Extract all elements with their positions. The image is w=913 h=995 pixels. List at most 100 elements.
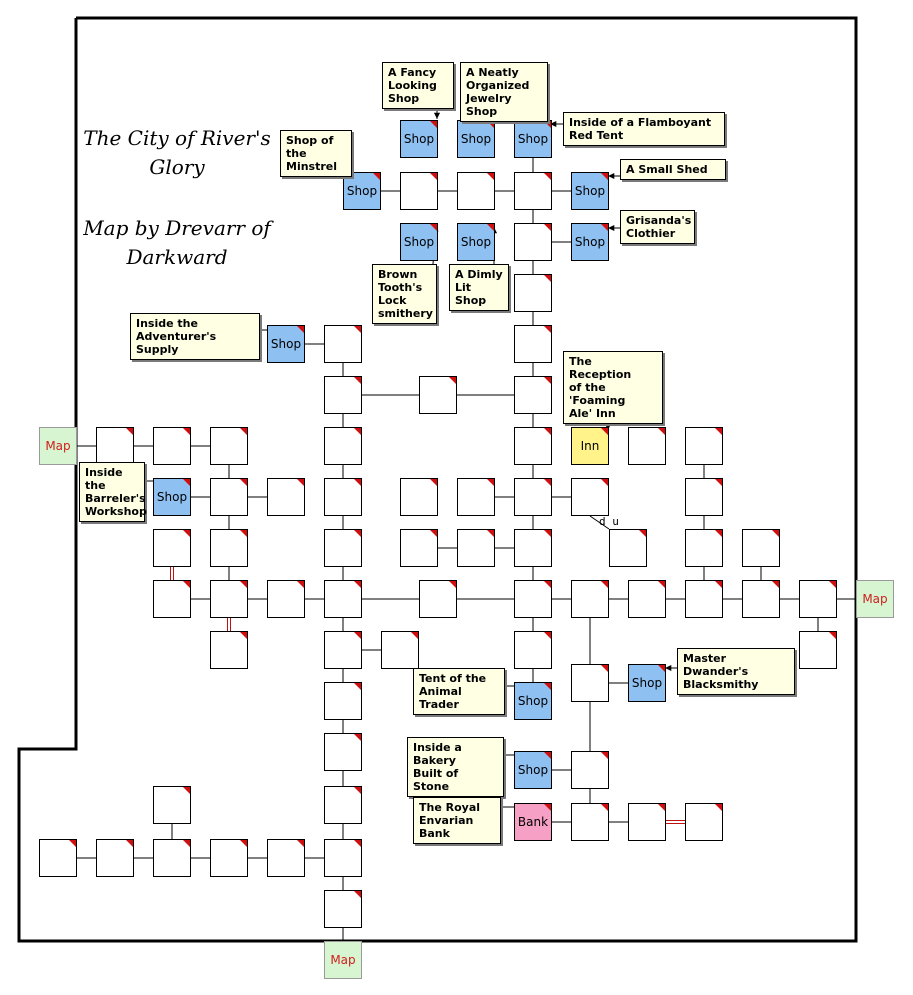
room[interactable]: [324, 839, 362, 877]
shop-room[interactable]: Shop: [267, 325, 305, 363]
map-exit-room[interactable]: Map: [856, 580, 894, 618]
room[interactable]: [324, 682, 362, 720]
shop-room[interactable]: Shop: [457, 223, 495, 261]
note-pointer-arrowhead: [608, 224, 615, 232]
room[interactable]: [324, 631, 362, 669]
room[interactable]: [685, 427, 723, 465]
room[interactable]: [96, 839, 134, 877]
room[interactable]: [324, 325, 362, 363]
room[interactable]: [324, 890, 362, 928]
note-bakery: Inside a Bakery Built of Stone: [407, 737, 504, 797]
room[interactable]: [685, 803, 723, 841]
room[interactable]: [324, 427, 362, 465]
room[interactable]: [324, 529, 362, 567]
room[interactable]: [210, 631, 248, 669]
room[interactable]: [419, 580, 457, 618]
map-author: Map by Drevarr of Darkward: [82, 214, 272, 272]
room[interactable]: [153, 427, 191, 465]
room[interactable]: [419, 376, 457, 414]
shop-room[interactable]: Shop: [514, 751, 552, 789]
room[interactable]: [571, 580, 609, 618]
room[interactable]: [153, 839, 191, 877]
room[interactable]: [153, 580, 191, 618]
room[interactable]: [457, 529, 495, 567]
shop-room[interactable]: Shop: [400, 120, 438, 158]
room[interactable]: [400, 529, 438, 567]
room[interactable]: [514, 529, 552, 567]
shop-room[interactable]: Shop: [571, 172, 609, 210]
room[interactable]: [514, 427, 552, 465]
room[interactable]: [685, 478, 723, 516]
room[interactable]: [571, 664, 609, 702]
room[interactable]: [571, 751, 609, 789]
room[interactable]: [457, 172, 495, 210]
room[interactable]: [210, 839, 248, 877]
room[interactable]: [153, 786, 191, 824]
shop-room[interactable]: Shop: [571, 223, 609, 261]
room[interactable]: [685, 529, 723, 567]
shop-room[interactable]: Shop: [457, 120, 495, 158]
note-pointer-arrowhead: [433, 112, 441, 119]
shop-room[interactable]: Shop: [400, 223, 438, 261]
room[interactable]: [571, 803, 609, 841]
room[interactable]: [742, 529, 780, 567]
room[interactable]: [210, 580, 248, 618]
room-corner-flag: [240, 479, 247, 486]
room[interactable]: [457, 478, 495, 516]
room[interactable]: [799, 580, 837, 618]
room[interactable]: [210, 427, 248, 465]
author-line-2: Darkward: [126, 245, 228, 269]
room-corner-flag: [601, 479, 608, 486]
room-label: Shop: [517, 694, 549, 708]
room[interactable]: [514, 274, 552, 312]
room[interactable]: [571, 478, 609, 516]
room-corner-flag: [772, 581, 779, 588]
room-corner-flag: [126, 840, 133, 847]
map-exit-room[interactable]: Map: [39, 427, 77, 465]
room[interactable]: [514, 325, 552, 363]
room[interactable]: [96, 427, 134, 465]
room[interactable]: [324, 733, 362, 771]
room[interactable]: [153, 529, 191, 567]
room[interactable]: [514, 223, 552, 261]
room[interactable]: [514, 580, 552, 618]
room-corner-flag: [430, 121, 437, 128]
room[interactable]: [210, 529, 248, 567]
room[interactable]: [685, 580, 723, 618]
room[interactable]: [324, 580, 362, 618]
room[interactable]: [39, 839, 77, 877]
room[interactable]: [514, 478, 552, 516]
inn-room[interactable]: Inn: [571, 427, 609, 465]
room[interactable]: [514, 172, 552, 210]
room-corner-flag: [354, 581, 361, 588]
shop-room[interactable]: Shop: [343, 172, 381, 210]
room[interactable]: [400, 172, 438, 210]
room[interactable]: [400, 478, 438, 516]
room[interactable]: [381, 631, 419, 669]
room[interactable]: [324, 786, 362, 824]
room[interactable]: [267, 478, 305, 516]
room[interactable]: [210, 478, 248, 516]
shop-room[interactable]: Shop: [514, 682, 552, 720]
room-corner-flag: [69, 840, 76, 847]
room[interactable]: [324, 478, 362, 516]
shop-room[interactable]: Shop: [153, 478, 191, 516]
bank-room[interactable]: Bank: [514, 803, 552, 841]
shop-room[interactable]: Shop: [514, 120, 552, 158]
room-corner-flag: [240, 840, 247, 847]
map-exit-room[interactable]: Map: [324, 941, 362, 979]
shop-room[interactable]: Shop: [628, 664, 666, 702]
room[interactable]: [628, 580, 666, 618]
room[interactable]: [267, 839, 305, 877]
room[interactable]: [609, 529, 647, 567]
room[interactable]: [267, 580, 305, 618]
room[interactable]: [514, 631, 552, 669]
room[interactable]: [799, 631, 837, 669]
room[interactable]: [628, 427, 666, 465]
room[interactable]: [324, 376, 362, 414]
room-corner-flag: [544, 479, 551, 486]
room[interactable]: [628, 803, 666, 841]
room-corner-flag: [430, 530, 437, 537]
room[interactable]: [742, 580, 780, 618]
room[interactable]: [514, 376, 552, 414]
